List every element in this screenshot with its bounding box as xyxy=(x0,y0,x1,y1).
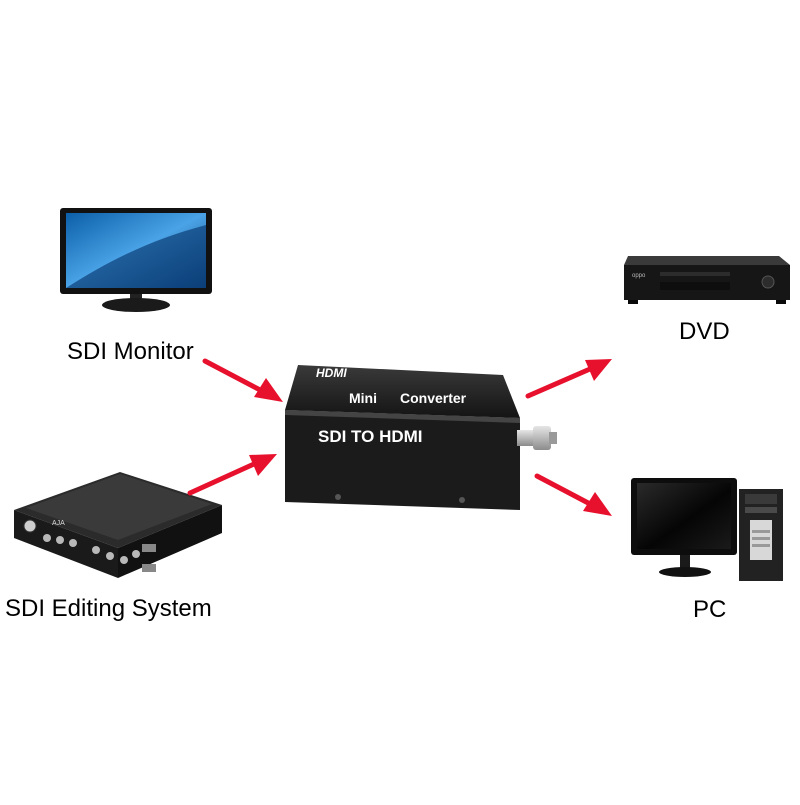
editing-system-brand: AJA xyxy=(52,520,65,527)
sdi-editing-system-label: SDI Editing System xyxy=(5,595,212,622)
arrow-monitor-to-converter xyxy=(202,358,283,402)
converter-mini-label: Mini xyxy=(349,390,377,406)
converter-sdi-to-hdmi-label: SDI TO HDMI xyxy=(318,427,423,446)
dvd-brand: oppo xyxy=(632,273,646,279)
converter-converter-label: Converter xyxy=(400,390,467,406)
sdi-editing-system-image: AJA xyxy=(14,472,222,578)
arrow-editing-to-converter xyxy=(187,454,277,496)
dvd-player-image: oppo xyxy=(624,256,790,304)
sdi-to-hdmi-converter-image: HDMI Mini Converter SDI TO HDMI xyxy=(285,365,557,510)
arrow-converter-to-dvd xyxy=(525,359,612,399)
sdi-monitor-image xyxy=(60,208,212,312)
converter-hdmi-logo: HDMI xyxy=(316,366,347,380)
pc-label: PC xyxy=(693,596,727,623)
pc-image xyxy=(631,478,783,581)
arrow-converter-to-pc xyxy=(534,473,612,516)
dvd-label: DVD xyxy=(679,318,730,345)
sdi-monitor-label: SDI Monitor xyxy=(67,338,194,365)
bnc-connector-icon xyxy=(517,426,557,450)
